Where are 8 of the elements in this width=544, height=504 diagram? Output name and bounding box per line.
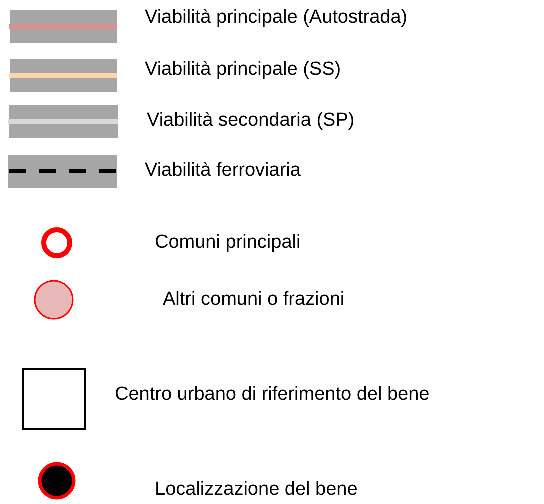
legend-label: Viabilità ferroviaria [145,160,301,182]
legend-label: Viabilità secondaria (SP) [147,110,355,132]
legend-label: Comuni principali [155,232,301,254]
legend-label: Viabilità principale (SS) [145,59,342,81]
legend-label: Viabilità principale (Autostrada) [145,7,408,29]
legend-label: Centro urbano di riferimento del bene [115,384,430,406]
legend-label: Localizzazione del bene [155,479,358,501]
legend-label: Altri comuni o frazioni [163,289,345,311]
